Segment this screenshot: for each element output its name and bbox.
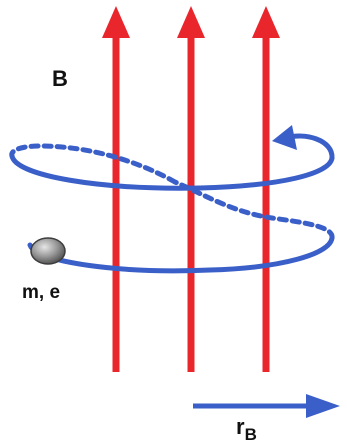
field-line-right	[252, 6, 280, 372]
helix-lower-front	[27, 235, 335, 274]
radius-label-subscript: B	[245, 425, 257, 444]
field-lines	[102, 6, 280, 372]
field-line-left-arrowhead	[102, 6, 130, 38]
particle	[30, 237, 66, 265]
particle-label: m, e	[22, 282, 60, 303]
radius-label: rB	[236, 414, 257, 444]
particle-ball	[30, 237, 66, 265]
radius-arrowhead	[306, 394, 340, 418]
field-label: B	[52, 66, 68, 91]
field-line-middle	[177, 6, 205, 372]
helix-upper-front	[9, 153, 335, 191]
helix-upper-back	[9, 143, 178, 185]
radius-arrow	[193, 394, 340, 418]
helix-arrowhead	[272, 125, 297, 150]
radius-label-main: r	[236, 414, 245, 439]
helix-lower-back	[172, 179, 335, 241]
field-line-middle-arrowhead	[177, 6, 205, 38]
field-line-left	[102, 6, 130, 372]
field-line-right-arrowhead	[252, 6, 280, 38]
